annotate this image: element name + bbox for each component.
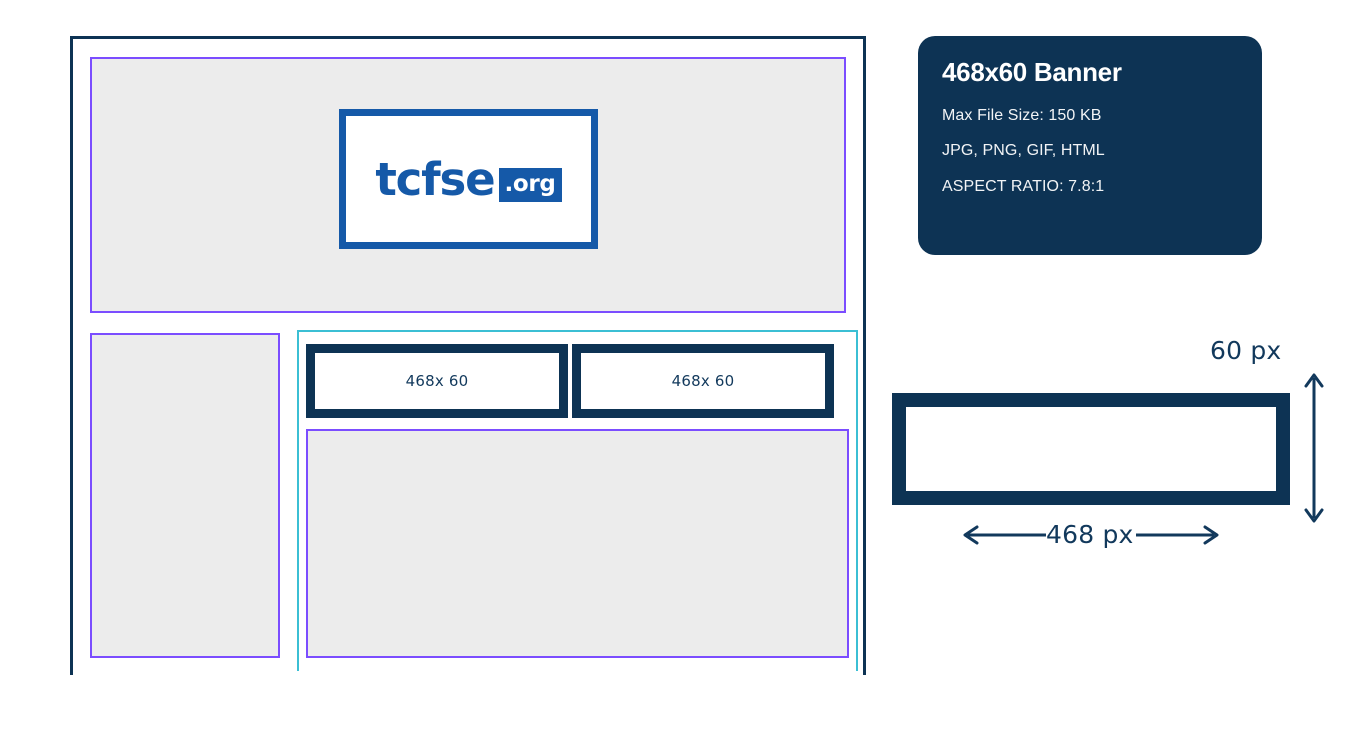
site-logo-box: tcfse .org — [339, 109, 598, 249]
dimension-banner-rectangle — [892, 393, 1290, 505]
spec-max-file-size: Max File Size: 150 KB — [942, 106, 1102, 124]
logo-tld-badge: .org — [499, 168, 562, 202]
vertical-double-arrow-icon — [1304, 373, 1324, 523]
banner-slot-1-label: 468x 60 — [405, 372, 469, 390]
banner-slot-2-label: 468x 60 — [671, 372, 735, 390]
dimension-width-label: 468 px — [1046, 520, 1134, 549]
banner-slot-2[interactable]: 468x 60 — [572, 344, 834, 418]
banner-slot-1[interactable]: 468x 60 — [306, 344, 568, 418]
spec-card-title: 468x60 Banner — [942, 57, 1122, 87]
banner-dimension-diagram: 60 px 468 px — [860, 320, 1330, 580]
wireframe-ad-zone-container — [297, 330, 858, 671]
logo-wordmark: tcfse — [375, 152, 495, 206]
horizontal-double-arrow-icon — [963, 525, 1219, 545]
banner-spec-card: 468x60 Banner Max File Size: 150 KB JPG,… — [918, 36, 1262, 255]
wireframe-sidebar-panel — [90, 333, 280, 658]
wireframe-main-content-panel — [306, 429, 849, 658]
spec-file-formats: JPG, PNG, GIF, HTML — [942, 142, 1105, 160]
spec-aspect-ratio: ASPECT RATIO: 7.8:1 — [942, 177, 1105, 195]
page-wireframe-frame — [70, 36, 866, 675]
wireframe-banner-row: 468x 60 468x 60 — [306, 344, 834, 418]
dimension-height-label: 60 px — [1210, 336, 1282, 365]
logo-lockup: tcfse .org — [375, 152, 562, 206]
